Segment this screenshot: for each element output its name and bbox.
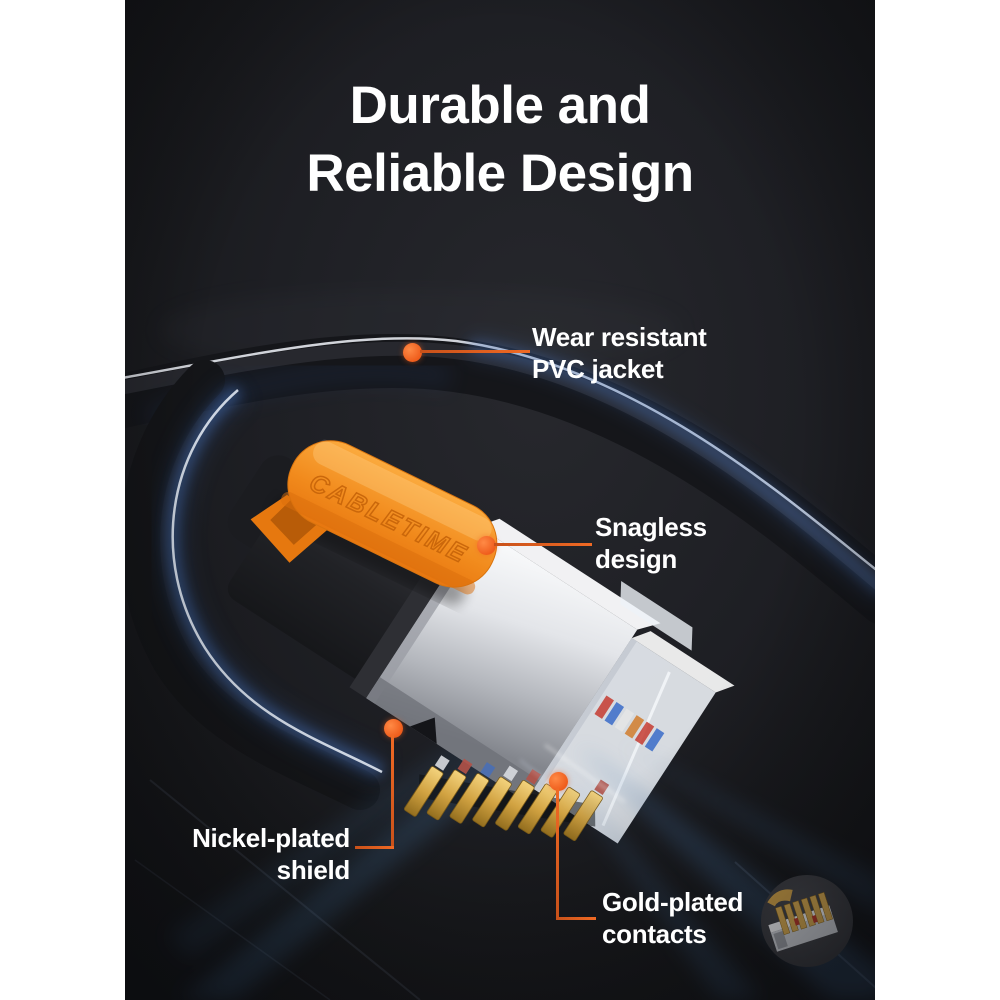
callout-leader-line [420,350,530,353]
callout-text-line: Wear resistant [532,322,707,352]
callout-dot-icon [549,772,568,791]
callout-leader-line [391,735,394,849]
page-title: Durable and Reliable Design [125,72,875,208]
callout-leader-line [494,543,592,546]
callout-text-line: PVC jacket [532,354,664,384]
callout-wear-resistant-label: Wear resistant PVC jacket [532,321,707,385]
callout-text-line: contacts [602,919,707,949]
callout-leader-line [556,917,596,920]
callout-text-line: design [595,544,677,574]
callout-nickel-shield-label: Nickel-plated shield [192,822,350,886]
callout-leader-line [556,788,559,919]
callout-dot-icon [403,343,422,362]
callout-text-line: Gold-plated [602,887,744,917]
cable-connector-illustration: CABLETIME [125,0,875,1000]
callout-dot-icon [477,536,496,555]
scene-panel: CABLETIME [125,0,875,1000]
page-title-line2: Reliable Design [306,144,694,203]
callout-dot-icon [384,719,403,738]
callout-gold-contacts-label: Gold-plated contacts [602,886,743,950]
callout-text-line: Nickel-plated [192,823,350,853]
callout-text-line: Snagless [595,512,707,542]
callout-snagless-label: Snagless design [595,511,707,575]
page-title-line1: Durable and [349,76,651,135]
callout-leader-line [355,846,394,849]
callout-text-line: shield [276,855,351,885]
vignette [125,0,875,1000]
